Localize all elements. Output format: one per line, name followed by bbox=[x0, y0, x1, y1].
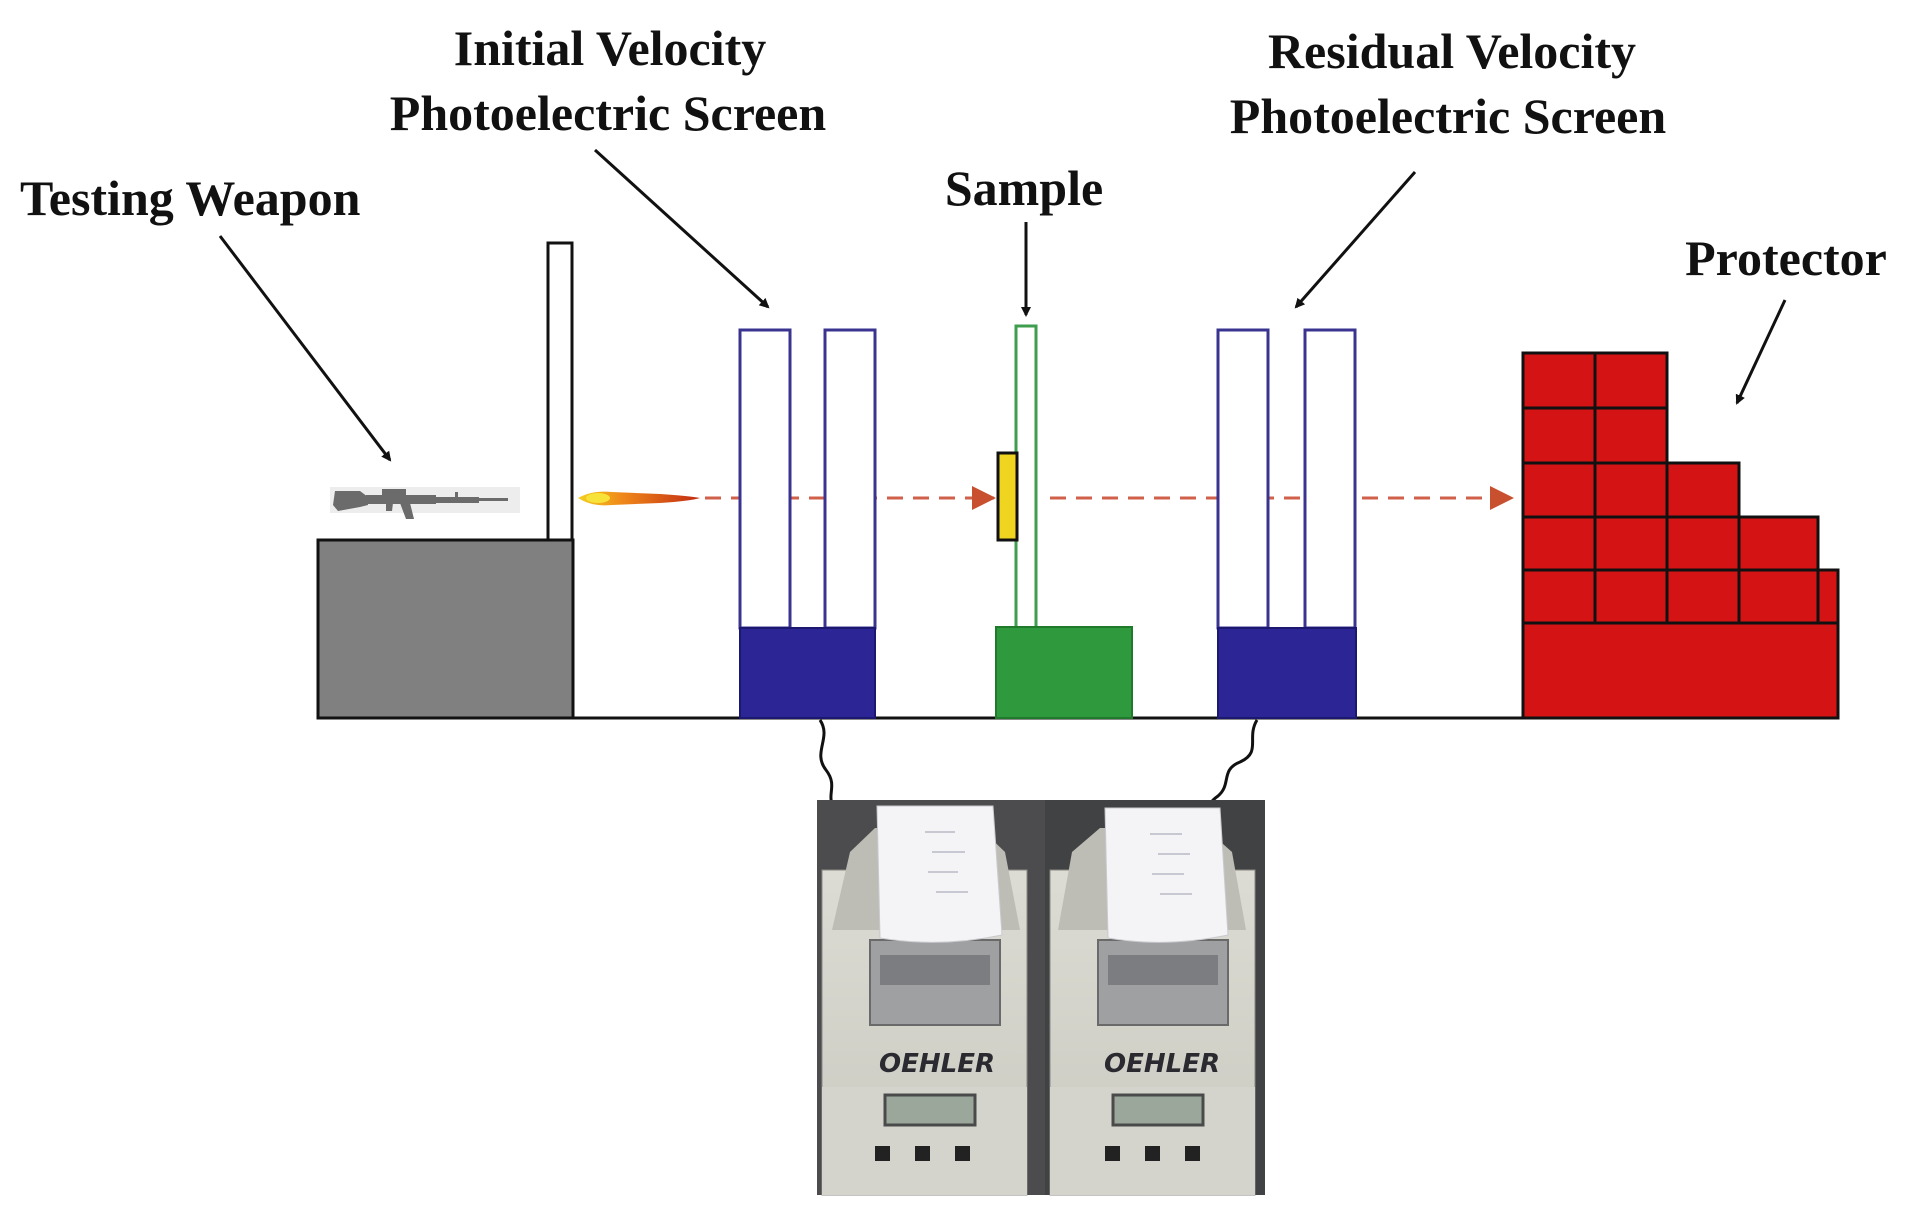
bullet-icon bbox=[578, 491, 700, 506]
printer-left-button-3[interactable] bbox=[955, 1146, 970, 1161]
initial-screen-base bbox=[739, 627, 876, 719]
label-protector: Protector bbox=[1685, 230, 1887, 286]
printer-right-paper-roll bbox=[1104, 807, 1229, 943]
printer-right-brand: OEHLER bbox=[1104, 1049, 1220, 1079]
testing-weapon-label: Testing Weapon bbox=[20, 170, 361, 226]
protector-wall bbox=[1521, 351, 1840, 720]
protector-brick bbox=[1521, 351, 1597, 410]
protector-brick bbox=[1665, 515, 1741, 572]
residual-screen-frame-right bbox=[1303, 328, 1357, 630]
protector-brick bbox=[1665, 568, 1741, 625]
printer-right-button-1[interactable] bbox=[1105, 1146, 1120, 1161]
printer-left-paper-roll bbox=[876, 805, 1003, 943]
protector-brick bbox=[1593, 515, 1669, 572]
label-testing-weapon: Testing Weapon bbox=[20, 170, 361, 226]
sample-base bbox=[995, 626, 1133, 719]
residual-screen-base bbox=[1217, 627, 1357, 719]
protector-brick bbox=[1665, 461, 1741, 519]
initial-screen-frame-right bbox=[823, 328, 877, 630]
weapon-pointer-arrow bbox=[218, 235, 392, 462]
sample-stand bbox=[995, 324, 1133, 719]
initial-velocity-screen bbox=[738, 328, 877, 719]
printer-right-button-3[interactable] bbox=[1185, 1146, 1200, 1161]
sample-label: Sample bbox=[945, 160, 1103, 216]
residual-velocity-label-line2: Photoelectric Screen bbox=[1230, 88, 1667, 144]
residual-screen-pointer-arrow bbox=[1294, 171, 1417, 309]
printer-right: OEHLER bbox=[1049, 807, 1256, 1196]
weapon-stand bbox=[316, 538, 575, 720]
printer-left-display bbox=[883, 1093, 977, 1127]
protector-brick bbox=[1521, 515, 1597, 572]
label-residual-velocity-screen: Residual Velocity Photoelectric Screen bbox=[1230, 23, 1667, 144]
protector-brick bbox=[1593, 461, 1669, 519]
initial-screen-pointer-arrow bbox=[593, 148, 770, 309]
chronograph-printers: OEHLER OEHLER bbox=[817, 800, 1265, 1196]
sample-frame bbox=[1014, 324, 1038, 630]
residual-velocity-screen bbox=[1216, 328, 1357, 719]
protector-brick bbox=[1593, 406, 1669, 465]
printer-left-button-1[interactable] bbox=[875, 1146, 890, 1161]
protector-brick bbox=[1737, 568, 1820, 625]
initial-velocity-label-line2: Photoelectric Screen bbox=[390, 85, 827, 141]
protector-brick bbox=[1816, 568, 1840, 625]
label-sample: Sample bbox=[945, 160, 1103, 216]
protector-brick bbox=[1521, 461, 1597, 519]
initial-velocity-label-line1: Initial Velocity bbox=[454, 20, 767, 76]
protector-brick bbox=[1593, 351, 1669, 410]
muzzle-barrier bbox=[546, 241, 574, 542]
printer-right-button-2[interactable] bbox=[1145, 1146, 1160, 1161]
protector-brick bbox=[1593, 568, 1669, 625]
protector-brick bbox=[1521, 568, 1597, 625]
residual-velocity-label-line1: Residual Velocity bbox=[1268, 23, 1636, 79]
initial-screen-frame-left bbox=[738, 328, 792, 630]
label-initial-velocity-screen: Initial Velocity Photoelectric Screen bbox=[390, 20, 827, 141]
protector-pointer-arrow bbox=[1735, 299, 1787, 405]
printer-left-brand: OEHLER bbox=[879, 1049, 995, 1079]
protector-base bbox=[1521, 621, 1840, 720]
residual-screen-frame-left bbox=[1216, 328, 1270, 630]
rifle-icon bbox=[330, 487, 520, 519]
protector-label: Protector bbox=[1685, 230, 1887, 286]
printer-right-display bbox=[1111, 1093, 1205, 1127]
printer-left-button-2[interactable] bbox=[915, 1146, 930, 1161]
protector-brick bbox=[1737, 515, 1820, 572]
protector-brick bbox=[1521, 406, 1597, 465]
printer-left: OEHLER bbox=[821, 805, 1028, 1196]
sample-plate bbox=[996, 451, 1019, 542]
